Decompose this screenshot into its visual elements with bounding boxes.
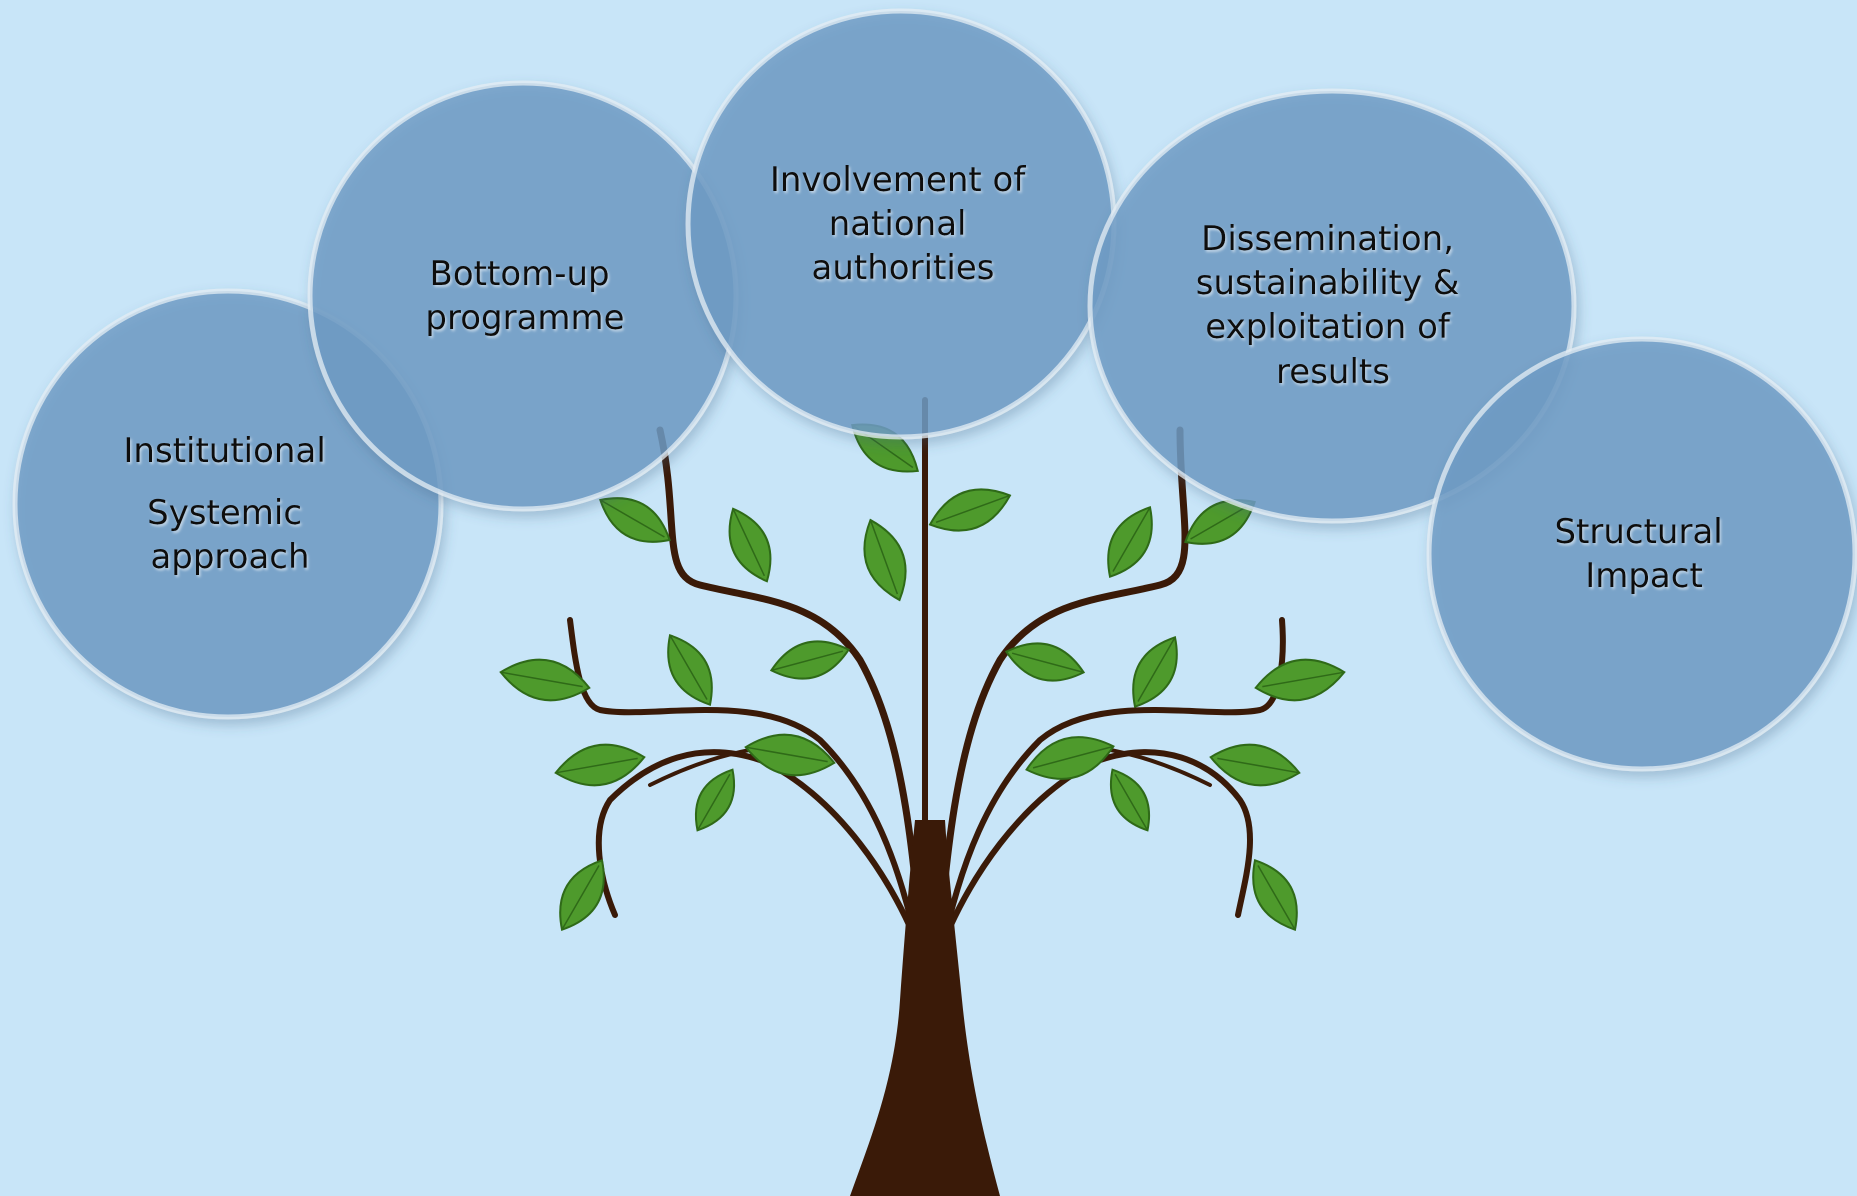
tree-branch xyxy=(595,749,933,983)
leaf-icon xyxy=(559,859,605,931)
tree-branch xyxy=(931,426,1189,1004)
tree-leaves xyxy=(499,423,1346,931)
bubble-involvement-line-1: Involvement of xyxy=(770,160,1027,200)
bubble-dissemination-line-3: exploitation of xyxy=(1205,307,1451,347)
leaf-icon xyxy=(1254,658,1346,702)
bubble-bottom-up: Bottom-up programme xyxy=(307,80,739,512)
bubble-institutional-line-2: Systemic xyxy=(147,493,302,533)
bubble-dissemination-line-4: results xyxy=(1276,352,1390,392)
leaf-icon xyxy=(1025,736,1115,780)
bubble-dissemination-line-1: Dissemination, xyxy=(1201,219,1454,259)
bubble-bottom-up-shape xyxy=(307,80,739,512)
leaf-icon xyxy=(863,518,907,602)
leaf-icon xyxy=(1252,859,1298,931)
bubble-structural-line-2: Impact xyxy=(1585,556,1703,596)
tree-illustration xyxy=(499,397,1346,1196)
leaf-icon xyxy=(1209,743,1301,787)
leaf-icon xyxy=(1109,768,1151,832)
bubble-structural-label: Structural Impact xyxy=(1554,512,1733,596)
bubble-institutional-line-3: approach xyxy=(150,537,309,577)
bubble-layer: Institutional Systemic approach Bottom-u… xyxy=(12,8,1857,772)
bubble-institutional-label: Institutional Systemic approach xyxy=(123,431,336,577)
bubble-dissemination: Dissemination, sustainability & exploita… xyxy=(1087,88,1577,524)
tree-branch xyxy=(656,426,929,1004)
leaf-icon xyxy=(744,733,836,777)
bubble-dissemination-shape xyxy=(1087,88,1577,524)
leaf-icon xyxy=(728,507,772,583)
tree-branch xyxy=(927,749,1253,983)
bubble-dissemination-label: Dissemination, sustainability & exploita… xyxy=(1196,219,1470,392)
bubble-involvement: Involvement of national authorities xyxy=(685,8,1117,440)
leaf-icon xyxy=(499,658,591,702)
leaf-icon xyxy=(1004,642,1086,682)
bubble-dissemination-line-2: sustainability & xyxy=(1196,263,1460,303)
leaf-icon xyxy=(928,488,1012,532)
bubble-institutional-line-1: Institutional xyxy=(123,431,325,471)
leaf-icon xyxy=(667,634,713,706)
leaf-icon xyxy=(599,497,671,543)
leaf-icon xyxy=(769,640,851,680)
leaf-icon xyxy=(694,768,736,832)
bubble-structural-line-1: Structural xyxy=(1554,512,1722,552)
leaf-icon xyxy=(554,743,646,787)
tree-branches xyxy=(567,397,1286,1004)
bubble-involvement-line-2: national xyxy=(829,204,967,244)
bubble-structural-shape xyxy=(1426,336,1857,772)
bubble-structural: Structural Impact xyxy=(1426,336,1857,772)
bubble-involvement-line-3: authorities xyxy=(812,248,995,288)
bubble-bottom-up-line-2: programme xyxy=(425,298,624,338)
leaf-icon xyxy=(1107,506,1153,578)
bubble-involvement-label: Involvement of national authorities xyxy=(770,160,1036,288)
leaf-icon xyxy=(1132,636,1178,708)
bubble-bottom-up-label: Bottom-up programme xyxy=(425,254,624,338)
tree-trunk xyxy=(850,820,1000,1196)
bubble-bottom-up-line-1: Bottom-up xyxy=(430,254,610,294)
